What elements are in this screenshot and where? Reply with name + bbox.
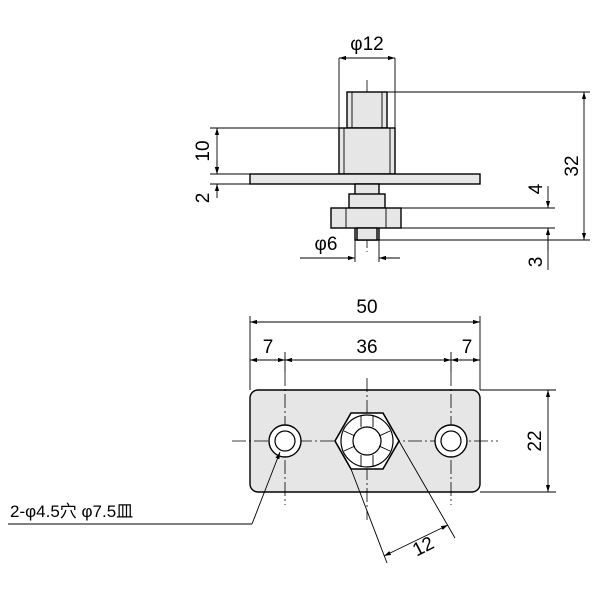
- hole-left: [268, 424, 302, 458]
- slot-5: [343, 430, 356, 437]
- dim-nut-across-flats: 12: [409, 533, 437, 561]
- hole-right: [434, 424, 468, 458]
- dim-hole-offset-right: 7: [462, 337, 473, 358]
- dim-hole-pitch: 36: [356, 337, 377, 358]
- hex-nut-top: [334, 412, 400, 470]
- dim-upper-height: 10: [193, 140, 214, 161]
- stud-tip: [356, 227, 378, 241]
- dim-plate-height: 22: [525, 430, 546, 451]
- dim-plate-thickness: 2: [193, 193, 214, 204]
- shaft-body: [338, 127, 396, 175]
- washer: [348, 193, 386, 209]
- hole-spec-note: 2-φ4.5穴 φ7.5皿: [10, 502, 133, 521]
- dim-line-across-flats: [383, 524, 449, 557]
- ext-nut-flat-2: [398, 440, 456, 539]
- dim-stud-diameter: φ6: [315, 234, 338, 255]
- slot-7: [378, 430, 391, 437]
- ext-nut-flat-1: [350, 468, 388, 564]
- dim-nut-height: 4: [526, 183, 547, 194]
- slot-6: [343, 445, 356, 452]
- dim-overall-height: 32: [562, 155, 583, 176]
- dim-shaft-diameter: φ12: [350, 34, 383, 55]
- pin-top: [346, 91, 388, 129]
- slot-8: [378, 445, 391, 452]
- top-view: 50 7 36 7 22 12 2-φ4.5穴 φ7.5皿: [8, 297, 556, 564]
- dim-tip-length: 3: [526, 257, 547, 268]
- dim-hole-offset-left: 7: [263, 337, 274, 358]
- nut-side: [330, 207, 402, 229]
- dim-plate-width: 50: [356, 297, 377, 318]
- side-view: φ12 10 2 32 4 3 φ6: [193, 34, 590, 270]
- note-leader: [251, 451, 281, 525]
- base-plate-side: [249, 173, 481, 185]
